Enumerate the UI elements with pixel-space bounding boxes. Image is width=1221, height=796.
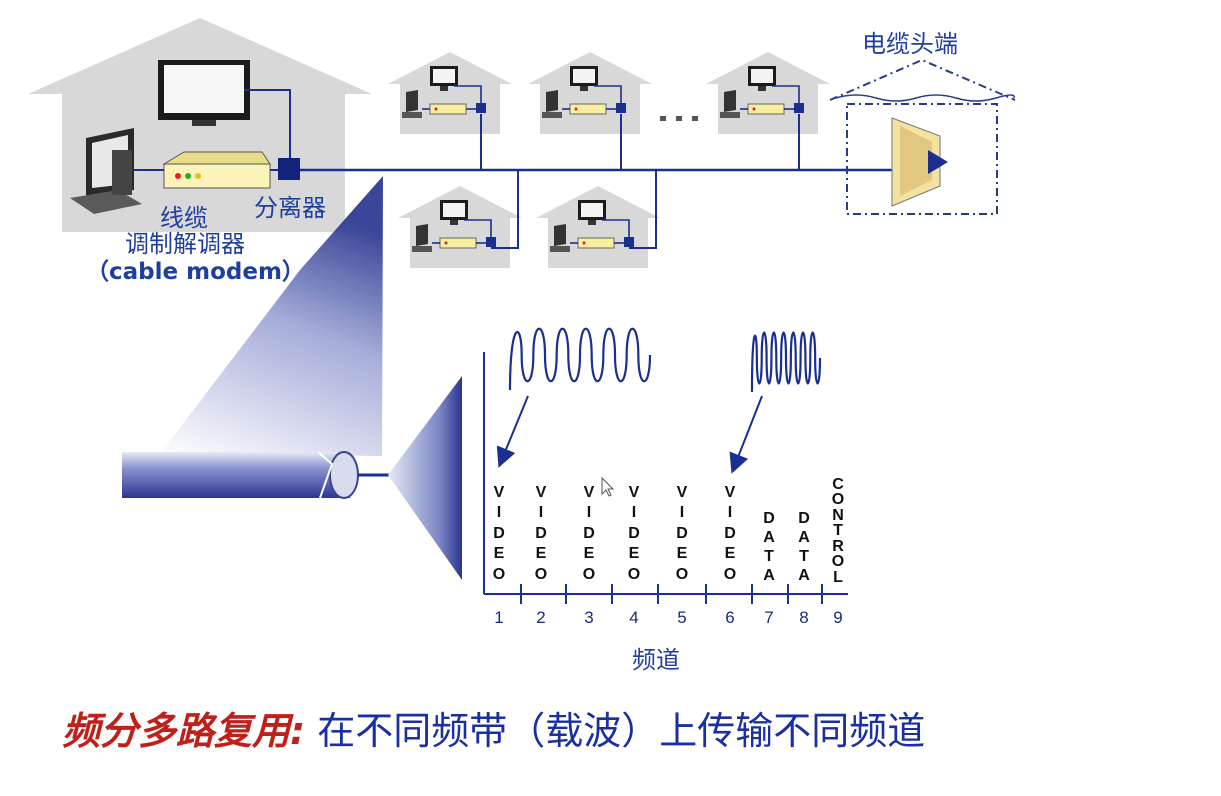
caption: 频分多路复用: 在不同频带（载波）上传输不同频道 (62, 700, 925, 755)
channel-ticks (520, 584, 823, 604)
computer-icon (70, 128, 142, 214)
zoom-beam (160, 176, 383, 456)
headend-label: 电缆头端 (862, 30, 958, 58)
headend-horn-icon (891, 117, 948, 207)
splitter-icon (278, 158, 300, 180)
caption-emphasis: 频分多路复用: (62, 709, 306, 753)
channel-number: 9 (833, 608, 843, 627)
house-top-1 (387, 51, 513, 135)
ellipsis-icon (660, 116, 698, 121)
channel-number: 1 (494, 608, 504, 627)
mouse-cursor-icon (601, 476, 615, 497)
cable-modem-label-line3: （cable modem） (86, 259, 305, 285)
cable-modem-icon (162, 151, 271, 189)
caption-rest: 在不同频带（载波）上传输不同频道 (305, 709, 926, 753)
house-top-3 (705, 51, 831, 135)
spectrum-fan (388, 376, 462, 580)
cable-modem-label-line1: 线缆 (160, 204, 208, 232)
channel-number: 4 (629, 608, 639, 627)
channel-number: 7 (764, 608, 774, 627)
coax-cable-icon (122, 451, 390, 499)
high-frequency-wave (750, 331, 822, 393)
channel-axis-label: 频道 (632, 646, 680, 674)
channel-number: 3 (584, 608, 594, 627)
arrow-to-channel-6 (729, 395, 763, 474)
arrow-to-channel-1 (496, 395, 529, 468)
house-bottom-1 (397, 185, 523, 269)
channel-number: 2 (536, 608, 546, 627)
cable-modem-label-line2: 调制解调器 (125, 230, 245, 258)
headend-house (829, 58, 1016, 215)
channel-number: 8 (799, 608, 809, 627)
house-bottom-2 (535, 185, 661, 269)
main-house (28, 18, 372, 232)
low-frequency-wave (508, 327, 652, 391)
house-top-2 (527, 51, 653, 135)
channel-number: 6 (725, 608, 735, 627)
splitter-label: 分离器 (254, 194, 326, 222)
channel-number: 5 (677, 608, 687, 627)
